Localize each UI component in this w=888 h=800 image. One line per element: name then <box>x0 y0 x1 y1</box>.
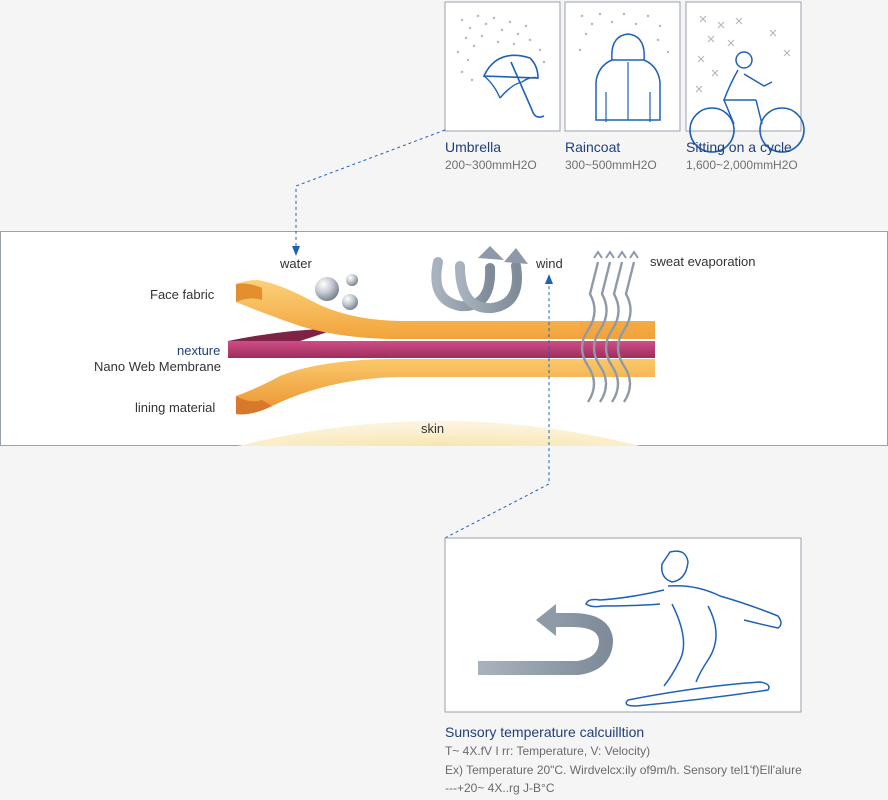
label-face-fabric: Face fabric <box>150 287 215 302</box>
lining-layer <box>236 359 655 415</box>
caption-line-2: Ex) Temperature 20"C. Wirdvelcx:ily of9m… <box>445 763 802 777</box>
scenario-title-raincoat: Raincoat <box>565 139 621 155</box>
sweat-evaporation-arrows <box>580 250 639 403</box>
label-water: water <box>280 256 312 271</box>
snowboarder-icon <box>585 550 782 707</box>
membrane-layer <box>228 328 655 358</box>
wind-turn-arrow-icon <box>478 604 614 675</box>
scenario-value-raincoat: 300~500mmH2O <box>565 158 657 172</box>
connector-water <box>292 129 446 256</box>
umbrella-rain-icon <box>456 14 546 118</box>
caption-line-1: T~ 4X.fV I rr: Temperature, V: Velocity) <box>445 744 651 758</box>
scenario-title-umbrella: Umbrella <box>445 139 502 155</box>
connector-wind <box>444 274 553 539</box>
label-sweat-evaporation: sweat evaporation <box>650 254 756 269</box>
scenario-panel-raincoat <box>564 1 681 132</box>
scenario-title-cycle: Sitting on a cycle <box>686 139 792 155</box>
face-fabric-layer <box>236 280 655 339</box>
wind-flow-arrows <box>431 246 528 314</box>
caption-line-3: ---+20~ 4X..rg J-B°C <box>445 781 555 795</box>
label-nexture: nexture <box>177 343 221 358</box>
scenario-panel-umbrella <box>444 1 561 132</box>
scenario-panel-cycle <box>685 1 805 153</box>
label-lining: lining material <box>135 400 216 415</box>
label-wind: wind <box>536 256 563 271</box>
cyclist-snow-icon <box>689 15 805 153</box>
raincoat-rain-icon <box>578 12 670 122</box>
label-skin: skin <box>421 421 445 436</box>
caption-title: Sunsory temperature calcuilltion <box>445 724 645 740</box>
water-droplets <box>315 274 358 310</box>
scenario-value-cycle: 1,600~2,000mmH2O <box>686 158 798 172</box>
label-membrane: Nano Web Membrane <box>94 359 221 374</box>
snowboard-panel <box>444 537 802 713</box>
skin-layer <box>238 421 640 446</box>
scenario-value-umbrella: 200~300mmH2O <box>445 158 537 172</box>
